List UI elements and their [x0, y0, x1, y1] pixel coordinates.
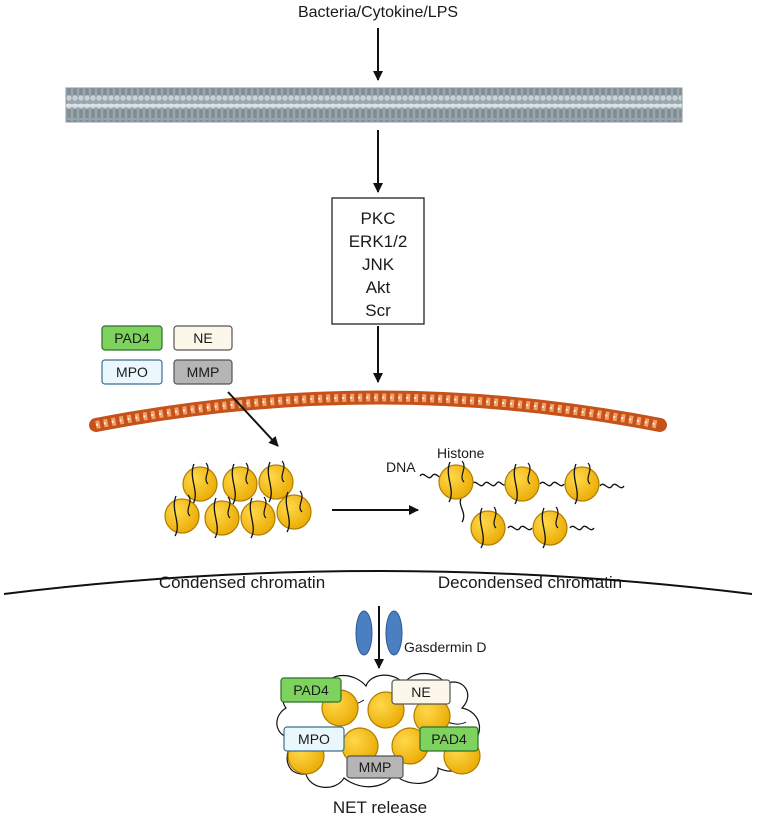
gasdermin-label: Gasdermin D [404, 639, 486, 655]
kinase-label: Akt [366, 278, 391, 297]
histone [504, 462, 540, 505]
pad4-label: PAD4 [293, 682, 329, 698]
cell-membrane [65, 87, 683, 123]
dna-strand [459, 495, 465, 523]
dna-strand [507, 525, 533, 531]
histone [204, 496, 240, 539]
kinase-label: JNK [362, 255, 395, 274]
decondensed-label: Decondensed chromatin [438, 573, 622, 592]
decondensed-chromatin: DNA Histone [386, 445, 625, 549]
nuclear-envelope [89, 390, 667, 432]
enzyme-box-ne: NE [173, 325, 233, 351]
histone-label: Histone [437, 445, 485, 461]
histone [438, 460, 474, 503]
arrow-enzymes-to-chromatin [227, 391, 279, 447]
net-enzyme-ne: NE [391, 679, 451, 705]
dna-label: DNA [386, 459, 416, 475]
condensed-chromatin [164, 460, 312, 539]
pad4-label: PAD4 [431, 731, 467, 747]
pad4-label: PAD4 [114, 330, 150, 346]
enzyme-box-pad4: PAD4 [101, 325, 163, 351]
kinase-label: ERK1/2 [349, 232, 408, 251]
mmp-label: MMP [187, 364, 220, 380]
histone [564, 462, 600, 505]
histone [222, 462, 258, 505]
histone [240, 496, 276, 539]
histone [276, 490, 312, 533]
mmp-label: MMP [359, 759, 392, 775]
net-enzyme-mpo: MPO [283, 726, 345, 752]
kinase-label: PKC [361, 209, 396, 228]
mpo-label: MPO [116, 364, 148, 380]
net-enzyme-mmp: MMP [346, 755, 404, 779]
stimulus-label: Bacteria/Cytokine/LPS [298, 4, 458, 21]
histone [182, 462, 218, 505]
enzyme-box-mpo: MPO [101, 359, 163, 385]
histone [164, 494, 200, 537]
kinase-label: Scr [365, 301, 391, 320]
ne-label: NE [411, 684, 430, 700]
histone [258, 460, 294, 503]
gasdermin-pore [355, 610, 403, 656]
kinase-box: PKC ERK1/2 JNK Akt Scr [331, 197, 425, 325]
dna-strand [539, 481, 565, 487]
cell-boundary-arc [3, 570, 753, 595]
histone [532, 506, 568, 549]
dna-strand [599, 483, 625, 489]
enzyme-box-mmp: MMP [173, 359, 233, 385]
mpo-label: MPO [298, 731, 330, 747]
net-enzyme-pad4: PAD4 [419, 726, 479, 752]
histone [470, 506, 506, 549]
ne-label: NE [193, 330, 212, 346]
net-release-label: NET release [333, 798, 427, 817]
dna-strand [569, 525, 595, 531]
net-enzyme-pad4: PAD4 [280, 677, 342, 703]
dna-strand [471, 481, 507, 487]
condensed-label: Condensed chromatin [159, 573, 325, 592]
net-structure: PAD4 NE MPO PAD4 MMP [276, 672, 481, 788]
